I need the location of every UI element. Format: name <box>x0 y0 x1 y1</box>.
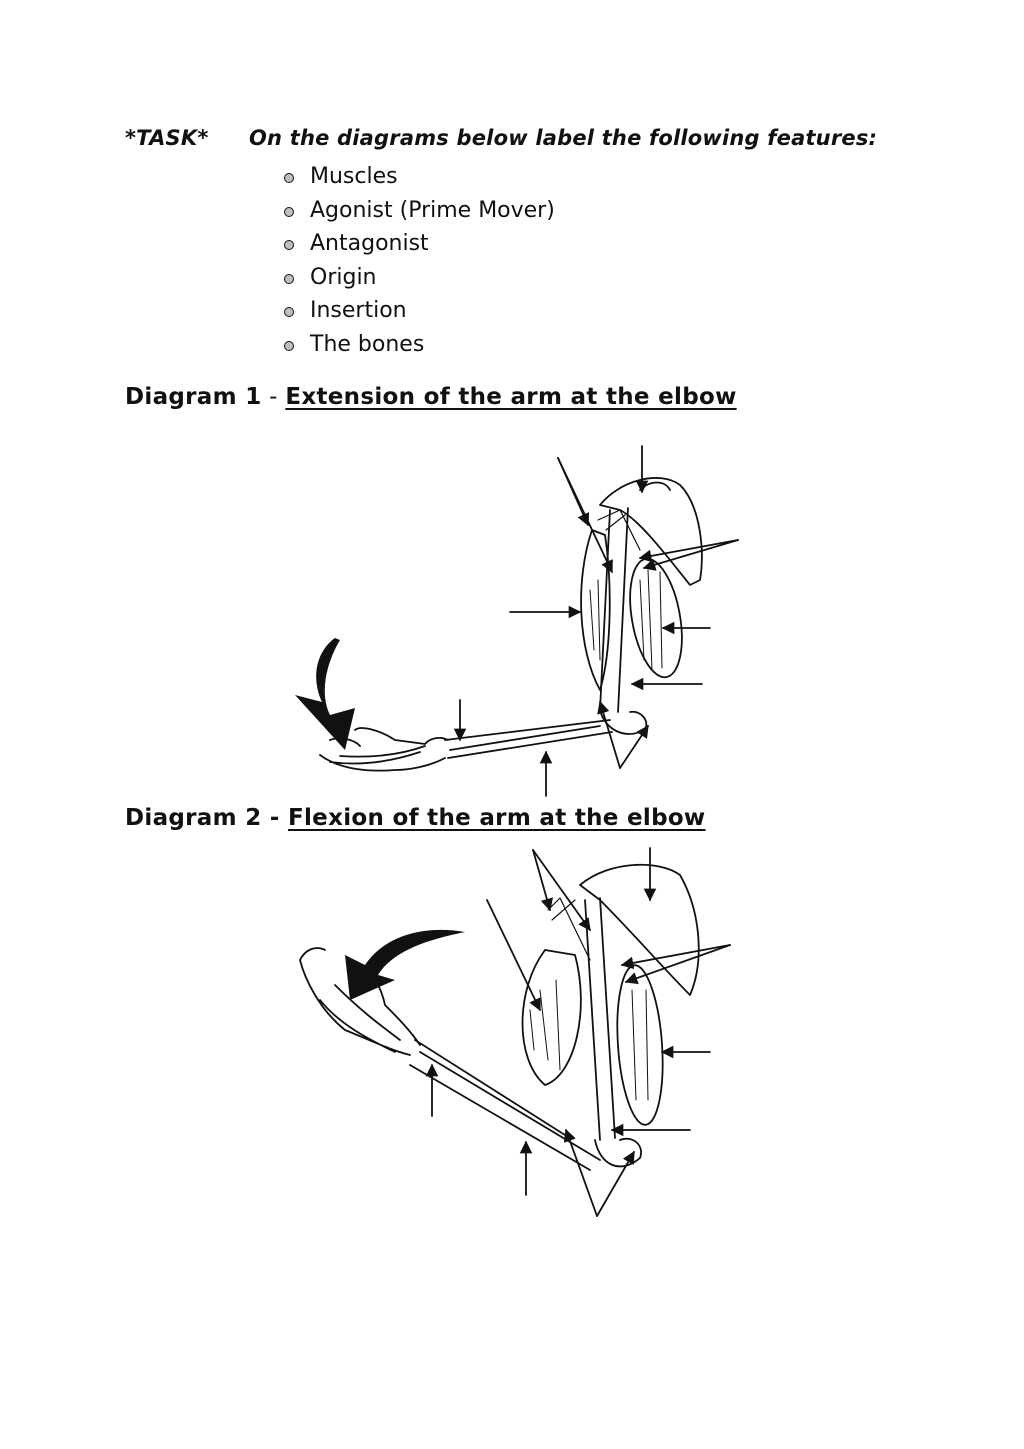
forearm-bones <box>410 1040 600 1170</box>
upward-arrow-icon <box>345 929 465 1000</box>
diagram-1-label: Diagram 1 <box>125 384 262 410</box>
flexion-arm-diagram <box>0 840 1024 1230</box>
diagram-1-separator: - <box>261 384 286 410</box>
forearm-bones <box>445 720 612 758</box>
feature-item: Antagonist <box>282 227 555 261</box>
feature-list: Muscles Agonist (Prime Mover) Antagonist… <box>282 160 555 362</box>
feature-item: Agonist (Prime Mover) <box>282 194 555 228</box>
diagram-2-heading: Diagram 2 - Flexion of the arm at the el… <box>125 805 706 831</box>
triceps-muscle <box>622 555 690 682</box>
hand-bones <box>320 728 448 771</box>
diagram-2-separator: - <box>261 805 288 831</box>
diagram-1-heading: Diagram 1 - Extension of the arm at the … <box>125 384 737 410</box>
diagram-2-label: Diagram 2 <box>125 805 262 831</box>
biceps-muscle <box>523 950 581 1085</box>
hand-bones <box>300 948 420 1055</box>
triceps-muscle <box>612 964 667 1127</box>
task-text: On the diagrams below label the followin… <box>249 126 878 150</box>
extension-arm-diagram <box>295 440 1024 800</box>
task-instruction: *TASK* On the diagrams below label the fo… <box>125 126 877 150</box>
scapula-bone <box>580 865 699 995</box>
humerus-bone <box>585 898 615 1140</box>
feature-item: Insertion <box>282 294 555 328</box>
downward-arrow-icon <box>295 638 355 750</box>
diagram-2-title: Flexion of the arm at the elbow <box>287 805 706 831</box>
feature-item: The bones <box>282 328 555 362</box>
feature-item: Muscles <box>282 160 555 194</box>
diagram-1-title: Extension of the arm at the elbow <box>285 384 737 410</box>
humerus-bone <box>600 508 628 712</box>
task-tag: *TASK* <box>125 126 209 150</box>
feature-item: Origin <box>282 261 555 295</box>
scapula-bone <box>600 478 702 585</box>
